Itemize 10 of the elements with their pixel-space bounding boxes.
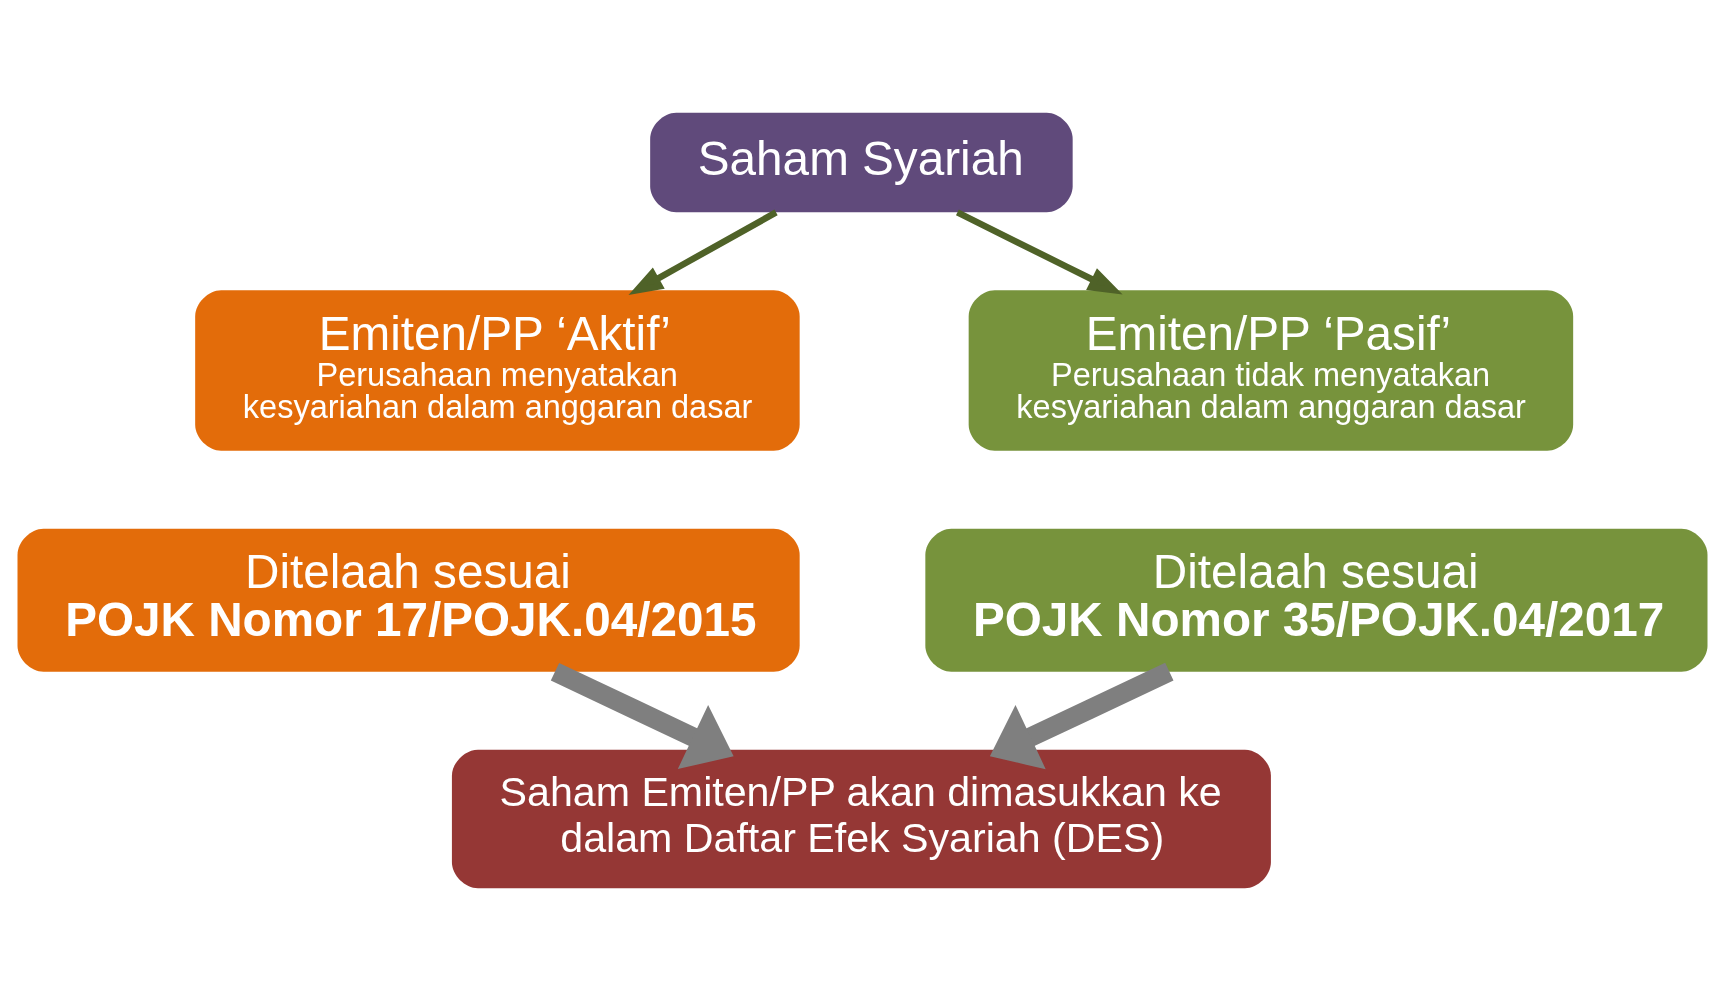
node-box: Emiten/PP ‘Aktif’ Perusahaan menyatakan kesyariahan dalam anggaran dasar xyxy=(195,290,800,451)
arrow xyxy=(550,662,734,770)
node-box: Ditelaah sesuai POJK Nomor 35/POJK.04/2017 xyxy=(925,528,1708,672)
arrow xyxy=(628,209,778,295)
node-box: Ditelaah sesuai POJK Nomor 17/POJK.04/2015 xyxy=(17,528,800,672)
arrow xyxy=(955,209,1123,295)
node-box: Saham Syariah xyxy=(650,112,1073,213)
node-box: Emiten/PP ‘Pasif’ Perusahaan tidak menyatakan kesyariahan dalam anggaran dasar xyxy=(968,290,1574,451)
arrow xyxy=(989,662,1174,770)
node-box: Saham Emiten/PP akan dimasukkan ke dalam Daftar Efek Syariah (DES) xyxy=(451,749,1271,889)
